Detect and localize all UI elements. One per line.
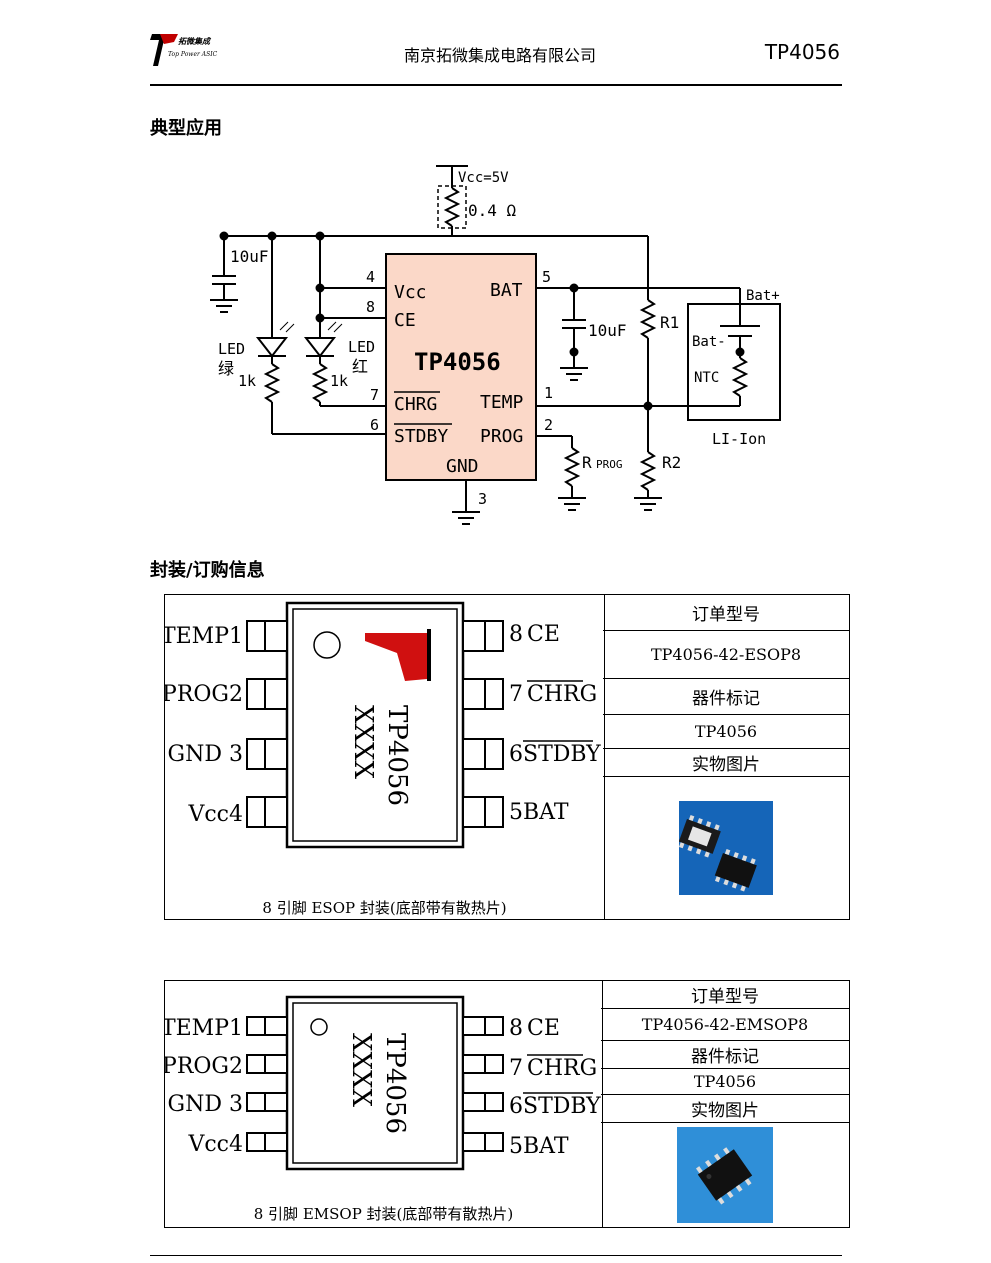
battery-plus-label: Bat+ xyxy=(746,288,780,304)
ntc-label: NTC xyxy=(694,370,719,386)
rprog-subscript: PROG xyxy=(596,458,623,471)
package-pinout-panel: TP4056 XXXX TEMP1 PROG2 GND 3 Vcc4 8 CE … xyxy=(165,981,603,1227)
input-cap-label: 10uF xyxy=(230,247,269,266)
sense-resistor-label: 0.4 Ω xyxy=(468,201,517,220)
pin-label-1: TEMP1 xyxy=(165,1016,243,1041)
package-caption: 8 引脚 ESOP 封装(底部带有散热片) xyxy=(262,899,507,917)
chip-pin-ce: CE xyxy=(394,310,416,331)
led-red-color: 红 xyxy=(352,357,368,376)
package-pinout-diagram: TP4056 XXXX TEMP1 PROG2 GND 3 Vcc4 8 CE … xyxy=(165,995,601,1171)
r2-label: R2 xyxy=(662,453,681,472)
device-marking-value: TP4056 xyxy=(603,715,849,749)
pin-number-2: 2 xyxy=(544,416,553,434)
led-green-label: LED xyxy=(218,340,245,358)
device-marking-label: 器件标记 xyxy=(603,679,849,715)
output-cap-label: 10uF xyxy=(588,321,627,340)
pin-label-2: PROG2 xyxy=(165,1054,243,1079)
led-green-resistor: 1k xyxy=(238,372,256,390)
pin-name-5: BAT xyxy=(523,800,569,825)
led-green-color: 绿 xyxy=(218,359,234,378)
photo-label: 实物图片 xyxy=(601,1095,849,1123)
pin-name-8: CE xyxy=(527,1016,560,1041)
logo-text-cn: 拓微集成 xyxy=(178,37,212,46)
led-red-label: LED xyxy=(348,338,375,356)
chip-name: TP4056 xyxy=(414,348,501,376)
section-title-package-ordering: 封装/订购信息 xyxy=(150,560,265,581)
pin-label-3: GND 3 xyxy=(168,1092,243,1117)
package-table-esop8: TP4056 XXXX TEMP1 PROG2 GND 3 Vcc4 8 CE … xyxy=(164,594,850,920)
pin-number-4: 4 xyxy=(366,268,375,286)
pin-number-5: 5 xyxy=(542,268,551,286)
pin-name-7: CHRG xyxy=(527,1056,597,1081)
pin-label-4: Vcc4 xyxy=(187,1132,243,1157)
package-photo xyxy=(677,1127,773,1223)
typical-application-circuit: Vcc=5V 0.4 Ω 10uF LED 绿 1k LED 红 1k TP40… xyxy=(210,165,781,525)
pin-name-5: BAT xyxy=(523,1134,569,1159)
order-number-value: TP4056-42-ESOP8 xyxy=(603,631,849,679)
section-title-typical-application: 典型应用 xyxy=(150,118,222,139)
chip-pin-bat: BAT xyxy=(490,280,523,301)
rprog-label: R xyxy=(582,453,592,472)
pin-number-8: 8 xyxy=(509,1016,523,1041)
order-number-value: TP4056-42-EMSOP8 xyxy=(601,1009,849,1041)
supply-label: Vcc=5V xyxy=(458,170,509,186)
package-pinout-panel: TP4056 XXXX TEMP1 PROG2 GND 3 Vcc4 8 CE … xyxy=(165,595,605,919)
pin-number-7: 7 xyxy=(509,1056,523,1081)
chip-pin-vcc: Vcc xyxy=(394,282,427,303)
chip-pin-gnd: GND xyxy=(446,456,479,477)
company-name: 南京拓微集成电路有限公司 xyxy=(403,46,596,65)
pin-name-6: STDBY xyxy=(523,1094,601,1119)
order-number-label: 订单型号 xyxy=(603,595,849,631)
pin-number-6: 6 xyxy=(370,416,379,434)
pin-number-6: 6 xyxy=(509,1094,523,1119)
company-logo: 拓微集成 Top Power ASIC xyxy=(150,34,218,66)
pin-number-5: 5 xyxy=(509,800,523,825)
pin-name-7: CHRG xyxy=(527,682,597,707)
pin-number-5: 5 xyxy=(509,1134,523,1159)
chip-marking-line1: TP4056 xyxy=(380,1033,410,1134)
pin-label-3: GND 3 xyxy=(168,742,243,767)
package-caption: 8 引脚 EMSOP 封装(底部带有散热片) xyxy=(253,1205,514,1223)
pin-number-1: 1 xyxy=(544,384,553,402)
battery-type-label: LI-Ion xyxy=(712,430,766,448)
pin-label-2: PROG2 xyxy=(165,682,243,707)
chip-marking-line2: XXXX xyxy=(346,1033,376,1108)
pin-number-8: 8 xyxy=(509,622,523,647)
part-number: TP4056 xyxy=(764,40,840,64)
pin-label-4: Vcc4 xyxy=(187,802,243,827)
ordering-info-panel: 订单型号 TP4056-42-ESOP8 器件标记 TP4056 实物图片 xyxy=(603,595,849,919)
pin-number-7: 7 xyxy=(509,682,523,707)
pin-number-6: 6 xyxy=(509,742,523,767)
package-photo xyxy=(679,801,773,895)
pin-name-8: CE xyxy=(527,622,560,647)
pin-name-6: STDBY xyxy=(523,742,601,767)
device-marking-value: TP4056 xyxy=(601,1069,849,1095)
device-marking-label: 器件标记 xyxy=(601,1041,849,1069)
package-table-emsop8: TP4056 XXXX TEMP1 PROG2 GND 3 Vcc4 8 CE … xyxy=(164,980,850,1228)
chip-pin-chrg: CHRG xyxy=(394,394,437,415)
header-rule xyxy=(150,84,842,86)
pin-number-3: 3 xyxy=(478,490,487,508)
chip-marking-line2: XXXX xyxy=(348,705,378,780)
r1-label: R1 xyxy=(660,313,679,332)
photo-label: 实物图片 xyxy=(603,749,849,777)
order-number-label: 订单型号 xyxy=(601,981,849,1009)
logo-text-en: Top Power ASIC xyxy=(168,51,218,58)
ordering-info-panel: 订单型号 TP4056-42-EMSOP8 器件标记 TP4056 实物图片 xyxy=(601,981,849,1227)
chip-pin-stdby: STDBY xyxy=(394,426,448,447)
pin-number-7: 7 xyxy=(370,386,379,404)
chip-pin-prog: PROG xyxy=(480,426,523,447)
pin-label-1: TEMP1 xyxy=(165,624,243,649)
chip-marking-line1: TP4056 xyxy=(382,705,412,806)
pin-number-8: 8 xyxy=(366,298,375,316)
chip-pin-temp: TEMP xyxy=(480,392,524,413)
package-pinout-diagram: TP4056 XXXX TEMP1 PROG2 GND 3 Vcc4 8 CE … xyxy=(165,601,601,849)
battery-minus-label: Bat- xyxy=(692,334,726,350)
footer-rule xyxy=(150,1255,842,1256)
led-red-resistor: 1k xyxy=(330,372,348,390)
